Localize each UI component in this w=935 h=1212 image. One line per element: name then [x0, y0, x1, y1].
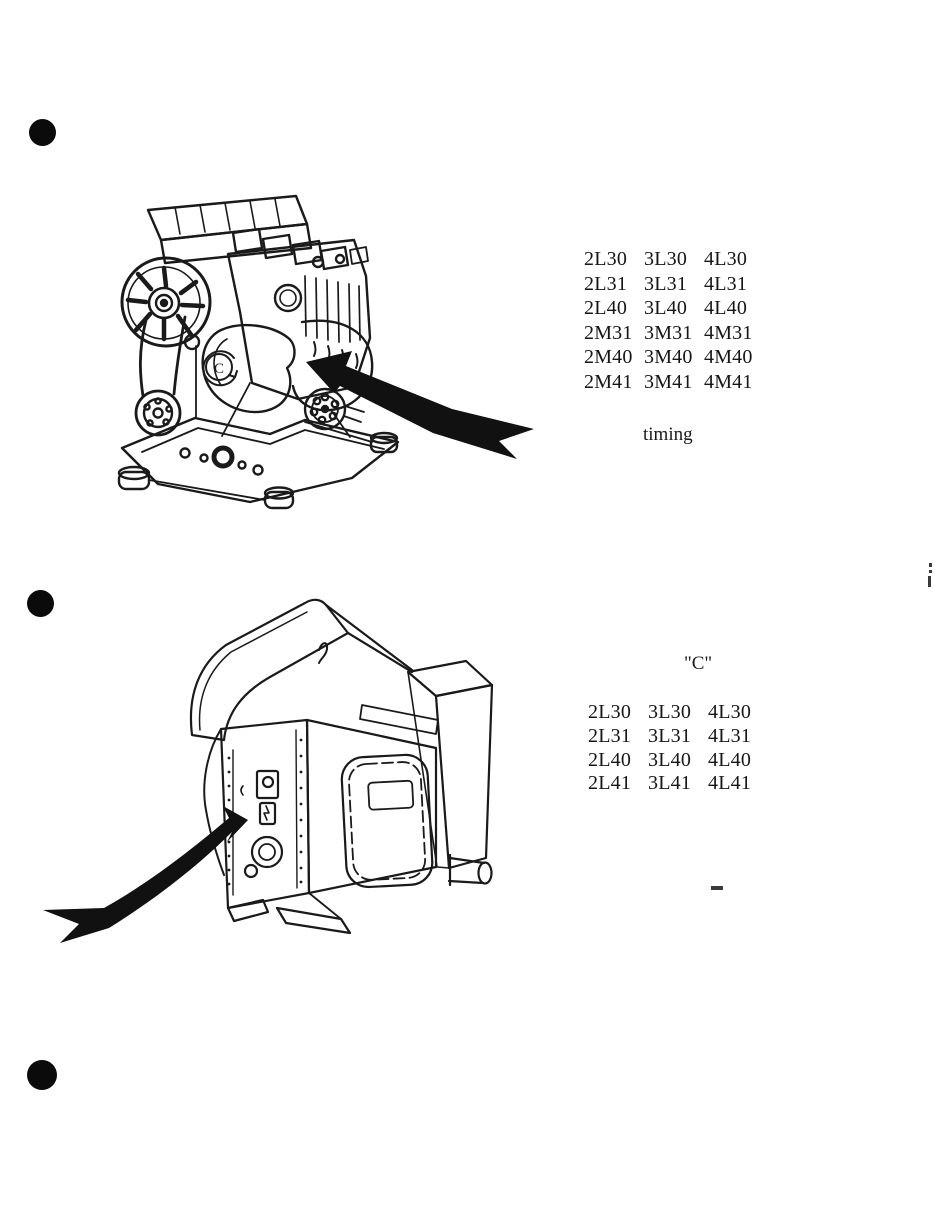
- model-number: 3L41: [648, 772, 692, 795]
- engine-base-skid: [120, 416, 400, 504]
- enclosure-front-left-face: [203, 718, 311, 910]
- model-number: 4L30: [704, 248, 748, 270]
- model-number: 2L30: [588, 701, 632, 723]
- scan-artifact: [929, 563, 932, 567]
- model-number: 2M31: [584, 321, 633, 344]
- timing-mark-letter: C: [214, 361, 224, 377]
- timing-caption: timing: [643, 424, 693, 445]
- enclosure-illustration: [30, 590, 510, 950]
- model-number: 3M31: [644, 321, 693, 344]
- model-number: 2M41: [584, 370, 633, 393]
- engine-gear-flange: [303, 387, 365, 431]
- model-number: 4M40: [704, 346, 753, 368]
- model-number: 3M40: [644, 346, 693, 368]
- roof-mark: [318, 642, 329, 664]
- model-number: 4M41: [704, 370, 753, 393]
- engine-foot: [117, 431, 399, 510]
- figure-label-c: "C": [684, 653, 713, 674]
- model-number: 2M40: [584, 346, 633, 368]
- model-number: 2L40: [588, 748, 632, 771]
- enclosure-base: [226, 892, 352, 935]
- enclosure-front-right-face: [305, 718, 438, 895]
- engine-illustration: C: [100, 190, 540, 520]
- model-number: 4L41: [708, 772, 752, 795]
- model-number: 2L41: [588, 772, 632, 795]
- engine-fan: [120, 256, 212, 348]
- model-number: 3L40: [648, 748, 692, 771]
- model-number: 4L30: [708, 701, 752, 723]
- enclosure-top-face: [324, 603, 439, 735]
- enclosure-right-cabinet: [406, 659, 494, 870]
- model-table-bottom: 2L30 3L30 4L30 2L31 3L31 4L31 2L40 3L40 4L40 2L41…: [588, 701, 768, 796]
- model-number: 3L40: [644, 297, 688, 319]
- model-number: 3L31: [644, 272, 688, 295]
- scan-artifact: [711, 886, 723, 890]
- model-number: 2L31: [588, 724, 632, 747]
- model-number: 3L31: [648, 724, 692, 747]
- panel-rivets: [227, 738, 303, 886]
- engine-line-art: C: [117, 194, 534, 510]
- scan-artifact: [928, 576, 931, 587]
- engine-belt-pulley: [134, 315, 201, 437]
- pointer-arrow: [43, 806, 248, 943]
- scan-artifact: [929, 570, 932, 573]
- engine-timing-cover: [201, 323, 296, 414]
- model-table-top: 2L30 3L30 4L30 2L31 3L31 4L31 2L40 3L40 4L40 2M31…: [584, 247, 764, 394]
- exhaust-stub: [447, 853, 493, 887]
- pointer-arrow: [306, 351, 534, 459]
- model-number: 4L40: [704, 297, 748, 319]
- side-panel-components: [240, 769, 284, 879]
- model-number: 3L30: [644, 248, 688, 270]
- model-number: 3L30: [648, 701, 692, 723]
- model-number: 4L31: [708, 724, 752, 747]
- model-number: 4L40: [708, 748, 752, 771]
- enclosure-line-art: [43, 598, 494, 943]
- model-number: 4L31: [704, 272, 748, 295]
- model-number: 4M31: [704, 321, 753, 344]
- punch-hole-dot: [27, 590, 54, 617]
- model-number: 2L31: [584, 272, 628, 295]
- model-number: 2L30: [584, 248, 628, 270]
- model-number: 3M41: [644, 370, 693, 393]
- punch-hole-dot: [27, 1060, 57, 1090]
- punch-hole-dot: [29, 119, 56, 146]
- enclosure-roof: [189, 598, 350, 742]
- model-number: 2L40: [584, 297, 628, 319]
